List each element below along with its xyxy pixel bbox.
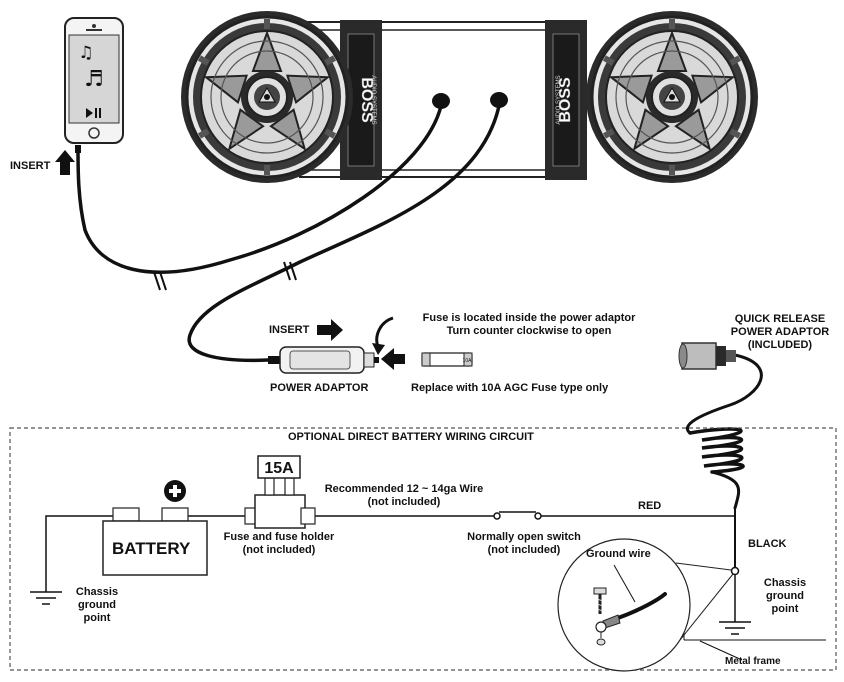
phone-insert-arrow [55, 150, 75, 175]
wire-line1: Recommended 12 ~ 14ga Wire [324, 483, 484, 495]
cable-grommet-right [490, 92, 508, 108]
play-pause-icon [86, 108, 101, 118]
speaker-bar: BOSS AUDIO SYSTEMS BOSS AUDIO SYSTEMS [179, 9, 760, 185]
coiled-cable [688, 427, 745, 474]
metal-frame-label: Metal frame [725, 656, 781, 667]
left-speaker [179, 9, 355, 185]
quick-release-line1: QUICK RELEASE [734, 313, 826, 325]
phone-insert-label: INSERT [10, 160, 51, 172]
quick-release-line3: (INCLUDED) [747, 339, 813, 351]
switch-line2: (not included) [487, 544, 561, 556]
quick-release-cable [686, 353, 763, 435]
fuse-holder-label: Fuse and fuse holder (not included) [212, 531, 346, 557]
wire-line2: (not included) [367, 496, 441, 508]
fuse-holder-line2: (not included) [242, 544, 316, 556]
fuse-rating-text: 15A [264, 460, 294, 477]
adaptor-insert-arrow [317, 319, 343, 341]
ground-detail-zoom [557, 538, 734, 672]
ring-terminal [595, 621, 607, 633]
fuse-holder-line1: Fuse and fuse holder [223, 531, 335, 543]
chassis-ground-right [719, 574, 751, 635]
battery [102, 507, 208, 576]
cable-grommet-left [432, 93, 450, 109]
power-cable [187, 104, 501, 363]
fuse-holder [244, 455, 316, 529]
switch-line1: Normally open switch [467, 531, 581, 543]
chassis-right-line3: point [771, 603, 799, 615]
adaptor-insert-label: INSERT [269, 324, 310, 336]
power-adaptor-label: POWER ADAPTOR [270, 382, 369, 394]
red-wire-label: RED [638, 500, 662, 512]
battery-positive-icon [164, 480, 186, 502]
agc-fuse: 10A [421, 352, 473, 367]
ground-wire [616, 592, 667, 620]
wire-label: Recommended 12 ~ 14ga Wire (not included… [314, 483, 494, 509]
counter-clockwise-arrow [375, 316, 394, 348]
power-adaptor [268, 346, 379, 374]
fuse-location-line2: Turn counter clockwise to open [446, 325, 612, 337]
fuse-arrow [381, 348, 405, 370]
black-wire-label: BLACK [748, 538, 787, 550]
quick-release-label: QUICK RELEASE POWER ADAPTOR (INCLUDED) [725, 313, 835, 352]
fuse-location-line1: Fuse is located inside the power adaptor [422, 312, 636, 324]
chassis-ground-left-label: Chassis ground point [62, 586, 132, 625]
chassis-ground-right-label: Chassis ground point [750, 577, 820, 616]
ground-wire-label: Ground wire [586, 548, 651, 560]
brand-logo-left: BOSS [358, 77, 375, 123]
fuse-location-note: Fuse is located inside the power adaptor… [404, 312, 654, 338]
agc-fuse-text: 10A [463, 358, 473, 364]
chassis-left-line1: Chassis [75, 586, 119, 598]
chassis-right-line1: Chassis [763, 577, 807, 589]
brand-subtext-right: AUDIO SYSTEMS [556, 75, 562, 124]
battery-label: BATTERY [112, 539, 191, 558]
aux-plug [75, 145, 81, 153]
fuse-15a-box [257, 455, 301, 479]
brand-logo-right: BOSS [557, 77, 574, 123]
chassis-left-line2: ground [78, 599, 116, 611]
phone: ♫ ♬ [64, 17, 124, 153]
audio-cable [76, 104, 443, 274]
optional-circuit-box [9, 427, 837, 671]
battery-negative-wire [45, 515, 124, 592]
switch-contact-left [493, 512, 501, 520]
ground-screw [593, 587, 607, 614]
switch-contact-right [534, 512, 542, 520]
chassis-right-line2: ground [766, 590, 804, 602]
music-note-icon: ♫ [78, 43, 93, 63]
quick-release-line2: POWER ADAPTOR [730, 326, 830, 338]
music-notes-icon: ♬ [84, 67, 104, 92]
circuit-title: OPTIONAL DIRECT BATTERY WIRING CIRCUIT [288, 431, 534, 443]
right-speaker [584, 9, 760, 185]
quick-release-adaptor [678, 342, 736, 370]
brand-subtext-left: AUDIO SYSTEMS [370, 75, 376, 124]
chassis-left-line3: point [83, 612, 111, 624]
fuse-replace-note: Replace with 10A AGC Fuse type only [411, 382, 609, 394]
switch-label: Normally open switch (not included) [454, 531, 594, 557]
phone-screen [68, 34, 120, 124]
